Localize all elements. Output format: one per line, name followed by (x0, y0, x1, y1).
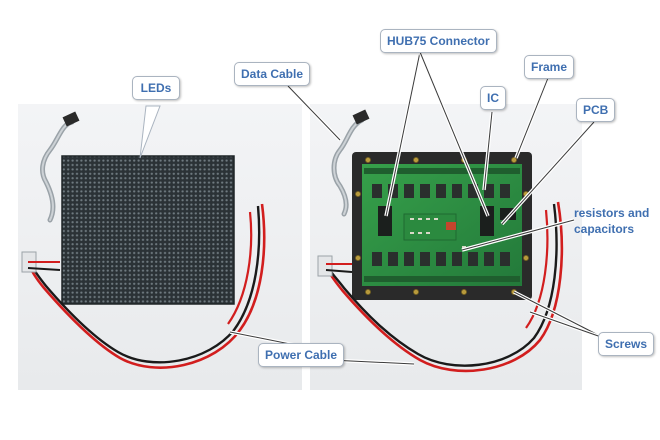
right-photo (310, 104, 582, 390)
frame-label: Frame (524, 55, 575, 79)
right-data-cable (331, 109, 370, 217)
led-matrix-panel (61, 155, 235, 305)
right-power-cable (317, 201, 564, 373)
power-cable-label: Power Cable (258, 343, 345, 367)
hub75-connector-label: HUB75 Connector (380, 29, 497, 53)
pcb-label: PCB (576, 98, 616, 122)
left-photo (18, 104, 302, 390)
screws-label: Screws (598, 332, 655, 356)
leds-label: LEDs (132, 76, 180, 100)
ic-label: IC (480, 86, 506, 110)
pcb-details (364, 168, 520, 282)
leader-lines (139, 51, 605, 366)
left-power-cable (21, 203, 266, 369)
left-data-cable (40, 111, 80, 223)
data-cable-label: Data Cable (234, 62, 311, 86)
leds-pointer (139, 105, 161, 159)
resistors-and-capacitors-label: resistors and capacitors (574, 206, 650, 236)
